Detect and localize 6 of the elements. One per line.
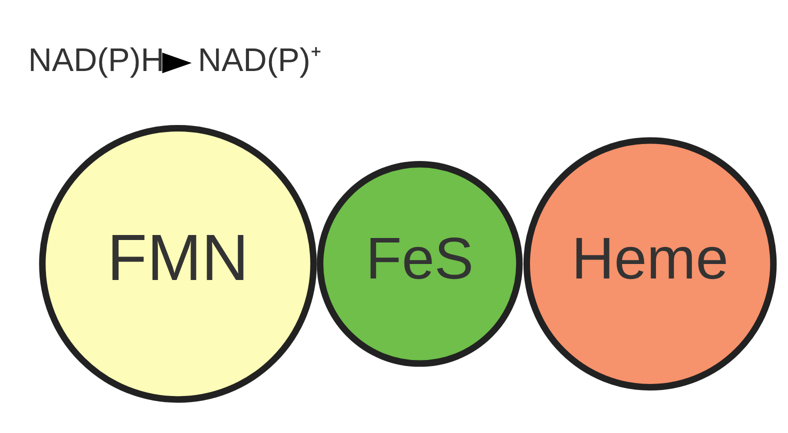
node-circle: FeS xyxy=(316,160,523,367)
arrow xyxy=(162,52,192,74)
node-circle: FMN xyxy=(39,125,317,403)
node-text: NAD(P)H xyxy=(28,41,164,78)
node-text: NAD(P)⁺ xyxy=(198,41,322,78)
node-circle: Heme xyxy=(523,137,777,390)
